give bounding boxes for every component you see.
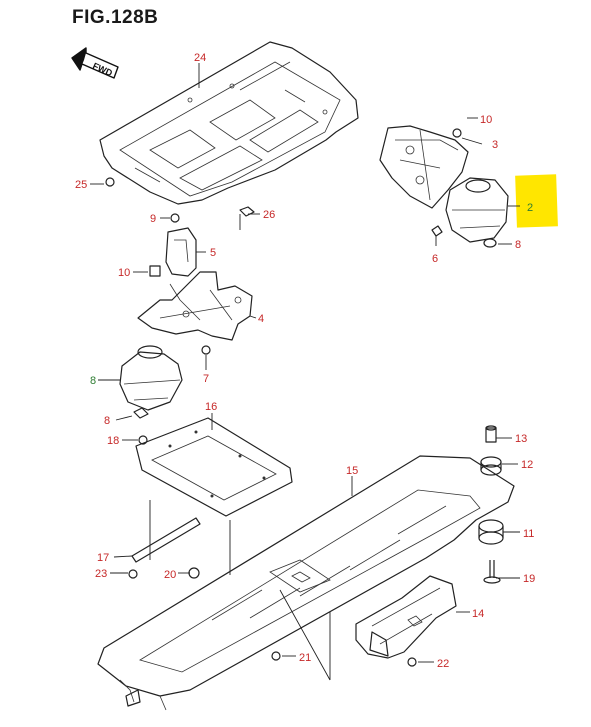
- callout-8-right: 8: [515, 239, 521, 251]
- rod-part-17: [131, 517, 201, 563]
- callout-21: 21: [299, 652, 311, 664]
- engine-mount-part-2: [431, 177, 509, 248]
- leader-lines: [90, 63, 520, 681]
- callout-2[interactable]: 2: [527, 202, 533, 214]
- callout-17: 17: [97, 552, 109, 564]
- engine-mount-part-8-left: [119, 345, 183, 419]
- callout-22: 22: [437, 658, 449, 670]
- callout-10-left: 10: [118, 267, 130, 279]
- callout-16: 16: [205, 401, 217, 413]
- under-cover-part-24: [99, 41, 359, 205]
- fwd-arrow-icon: FWD: [71, 47, 119, 79]
- callout-15: 15: [346, 465, 358, 477]
- callout-5: 5: [210, 247, 216, 259]
- callout-7: 7: [203, 373, 209, 385]
- bushing-parts: [478, 425, 504, 584]
- bracket-part-5: [165, 227, 197, 277]
- callout-11: 11: [523, 528, 534, 540]
- callout-4: 4: [258, 313, 264, 325]
- callout-10-top: 10: [480, 114, 492, 126]
- fasteners: [105, 177, 417, 667]
- callout-9: 9: [150, 213, 156, 225]
- callout-12: 12: [521, 459, 533, 471]
- callout-8-left: 8: [104, 415, 110, 427]
- callout-3: 3: [492, 139, 498, 151]
- callout-25: 25: [75, 179, 87, 191]
- callout-13: 13: [515, 433, 527, 445]
- callout-14: 14: [472, 608, 484, 620]
- plate-frame-part-16: [135, 417, 293, 517]
- callout-6: 6: [432, 253, 438, 265]
- callout-24: 24: [194, 52, 206, 64]
- engine-mount-bracket-part-4: [137, 271, 253, 341]
- figure-title: FIG.128B: [72, 7, 159, 28]
- callout-19: 19: [523, 573, 535, 585]
- callout-23: 23: [95, 568, 107, 580]
- callout-20: 20: [164, 569, 176, 581]
- callout-18: 18: [107, 435, 119, 447]
- callout-8-green: 8: [90, 375, 96, 387]
- callout-26: 26: [263, 209, 275, 221]
- callout-labels: 24 10 3 2 25 9 26 6 8 5 10 4 7 8 8 16 18…: [75, 52, 535, 670]
- transmission-mount-part-14: [355, 575, 457, 659]
- crossmember-part-15: [97, 455, 515, 711]
- engine-mount-bracket-part-3: [379, 125, 469, 209]
- highlight-marker: [515, 174, 558, 228]
